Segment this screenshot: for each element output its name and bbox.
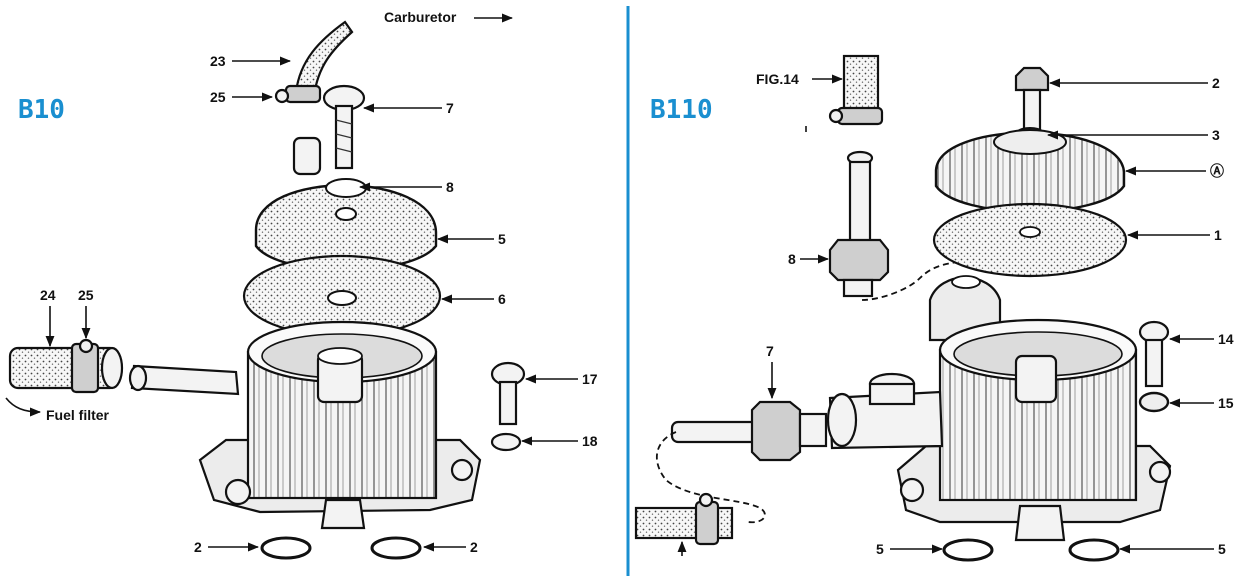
callout-8-left: 8: [446, 179, 454, 195]
gasket-2-right: [370, 536, 422, 560]
callout-2-b110: 2: [1212, 75, 1220, 91]
filter-body: [198, 320, 482, 530]
screw-14: [1138, 320, 1170, 388]
callout-3: 3: [1212, 127, 1220, 143]
callout-2-left: 2: [194, 539, 202, 555]
callout-5-left: 5: [498, 231, 506, 247]
hose-bottom: [634, 492, 734, 546]
bolt-2: [1014, 66, 1050, 132]
screw-17: [490, 361, 526, 426]
washer-15: [1138, 391, 1170, 413]
fuel-filter-caption: Fuel filter: [46, 407, 110, 423]
callout-15: 15: [1218, 395, 1234, 411]
callout-18: 18: [582, 433, 598, 449]
outlet-block: [826, 372, 944, 450]
callout-6: 6: [498, 291, 506, 307]
right-callouts: 2 3 Ⓐ 1 8 7 14 15 5 5: [766, 75, 1234, 557]
callout-2-right: 2: [470, 539, 478, 555]
hose-fig-14: [828, 54, 884, 126]
right-panel: B110 FIG.14: [634, 54, 1234, 562]
inlet-nipple: [292, 136, 322, 176]
callout-7-left: 7: [446, 100, 454, 116]
outlet-pipe: [130, 364, 240, 396]
fitting-8: [828, 150, 890, 298]
inline-fuel-filter-24: [8, 338, 124, 394]
callout-8-b110: 8: [788, 251, 796, 267]
callout-24: 24: [40, 287, 56, 303]
left-panel: B10 Carburetor: [5, 9, 598, 560]
callout-14: 14: [1218, 331, 1234, 347]
fuel-hose-23: [294, 20, 354, 98]
gasket-5-left: [942, 538, 994, 562]
carburetor-caption: Carburetor: [384, 9, 457, 25]
gasket-2-left: [260, 536, 312, 560]
callout-1: 1: [1214, 227, 1222, 243]
fitting-7: [670, 400, 828, 462]
hose-clip-25: [274, 84, 322, 104]
filter-body-b110: [896, 275, 1172, 542]
callout-25-top: 25: [210, 89, 226, 105]
fig-14-caption: FIG.14: [756, 71, 799, 87]
callout-a-symbol: Ⓐ: [1210, 163, 1224, 179]
left-callouts: 23 25 7 8 5 6 24 25 17 18 2 2: [40, 53, 598, 555]
callout-17: 17: [582, 371, 598, 387]
model-label-b110: B110: [650, 95, 713, 125]
callout-5-right-b110: 5: [1218, 541, 1226, 557]
screw-7: [322, 84, 366, 170]
gasket-5-right: [1068, 538, 1120, 562]
model-label-b10: B10: [18, 95, 65, 125]
washer-18: [490, 432, 522, 452]
callout-7-b110: 7: [766, 343, 774, 359]
callout-23: 23: [210, 53, 226, 69]
callout-25-bottom: 25: [78, 287, 94, 303]
filter-cover-a: [934, 129, 1126, 213]
filter-element-1: [932, 202, 1128, 278]
callout-5-left-b110: 5: [876, 541, 884, 557]
